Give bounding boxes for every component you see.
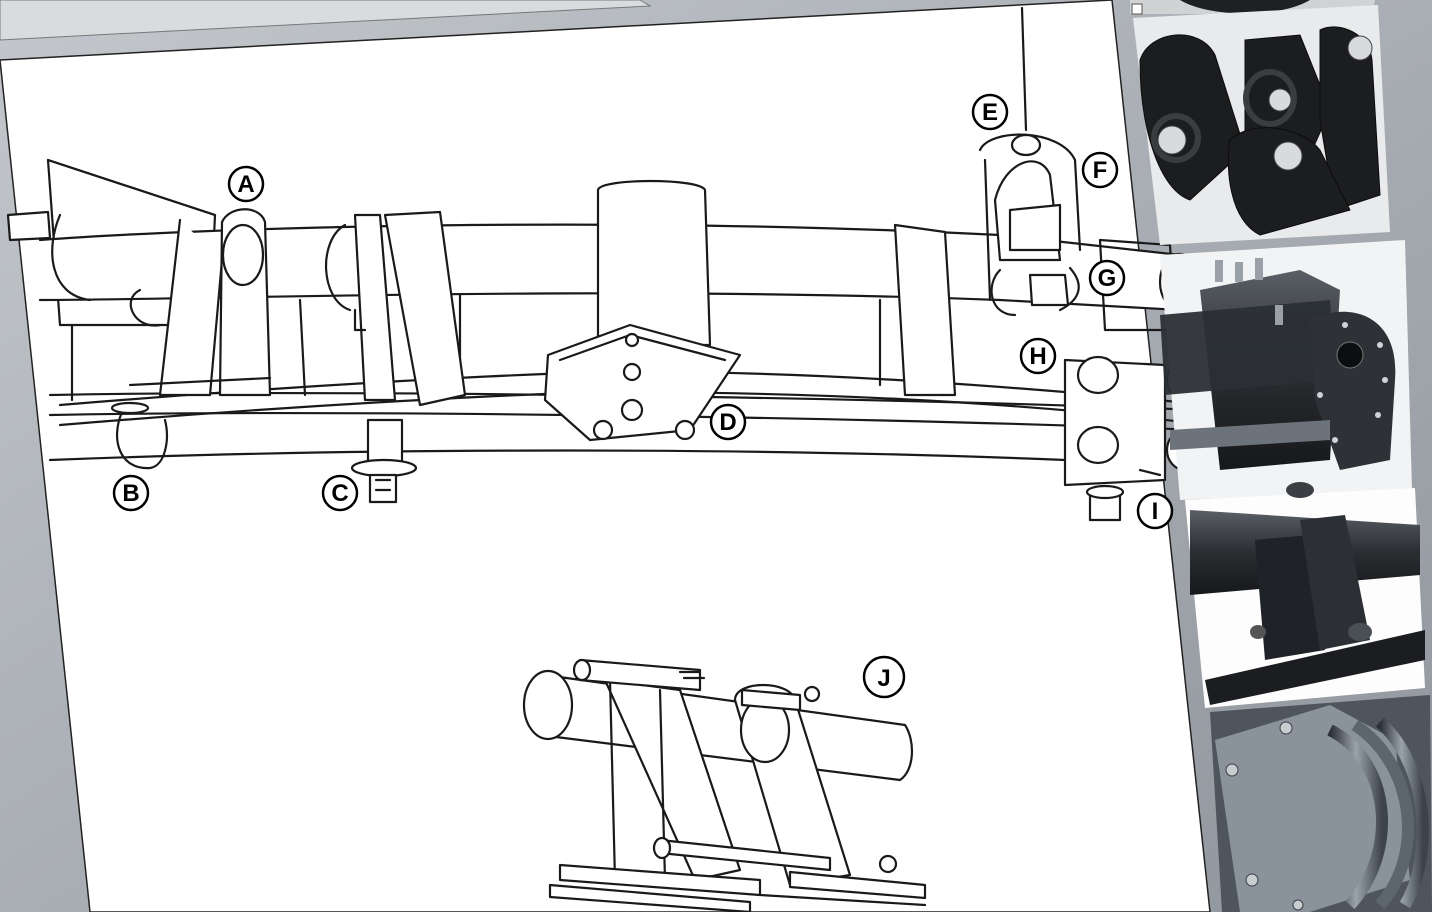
photo-black-rubber-hangers — [1133, 5, 1390, 245]
top-sheet-strip — [0, 0, 652, 41]
callout-d: D — [709, 403, 747, 441]
callout-label-j: J — [877, 665, 890, 692]
callout-label-f: F — [1093, 157, 1108, 184]
callout-a: A — [227, 165, 265, 203]
callout-label-b: B — [122, 480, 139, 507]
photo-suspension-bracket-assembly — [1160, 240, 1412, 500]
photo-axle-hanger — [1185, 482, 1425, 708]
callout-label-i: I — [1152, 498, 1159, 525]
callout-label-g: G — [1098, 265, 1117, 292]
callout-h: H — [1019, 337, 1057, 375]
callout-label-a: A — [237, 171, 254, 198]
callout-g: G — [1088, 259, 1126, 297]
callout-j: J — [862, 655, 906, 699]
callout-b: B — [112, 474, 150, 512]
callout-label-h: H — [1029, 343, 1046, 370]
callout-label-d: D — [719, 409, 736, 436]
callout-label-e: E — [982, 99, 998, 126]
leaf-spring-assembly-drawing — [6, 6, 1212, 522]
callout-c: C — [321, 474, 359, 512]
callout-f: F — [1081, 151, 1119, 189]
callout-label-c: C — [331, 480, 348, 507]
callout-i: I — [1136, 492, 1174, 530]
equalizer-detail-drawing — [522, 658, 927, 912]
photo-steel-plate-bushing — [1210, 695, 1432, 912]
callout-e: E — [971, 93, 1009, 131]
